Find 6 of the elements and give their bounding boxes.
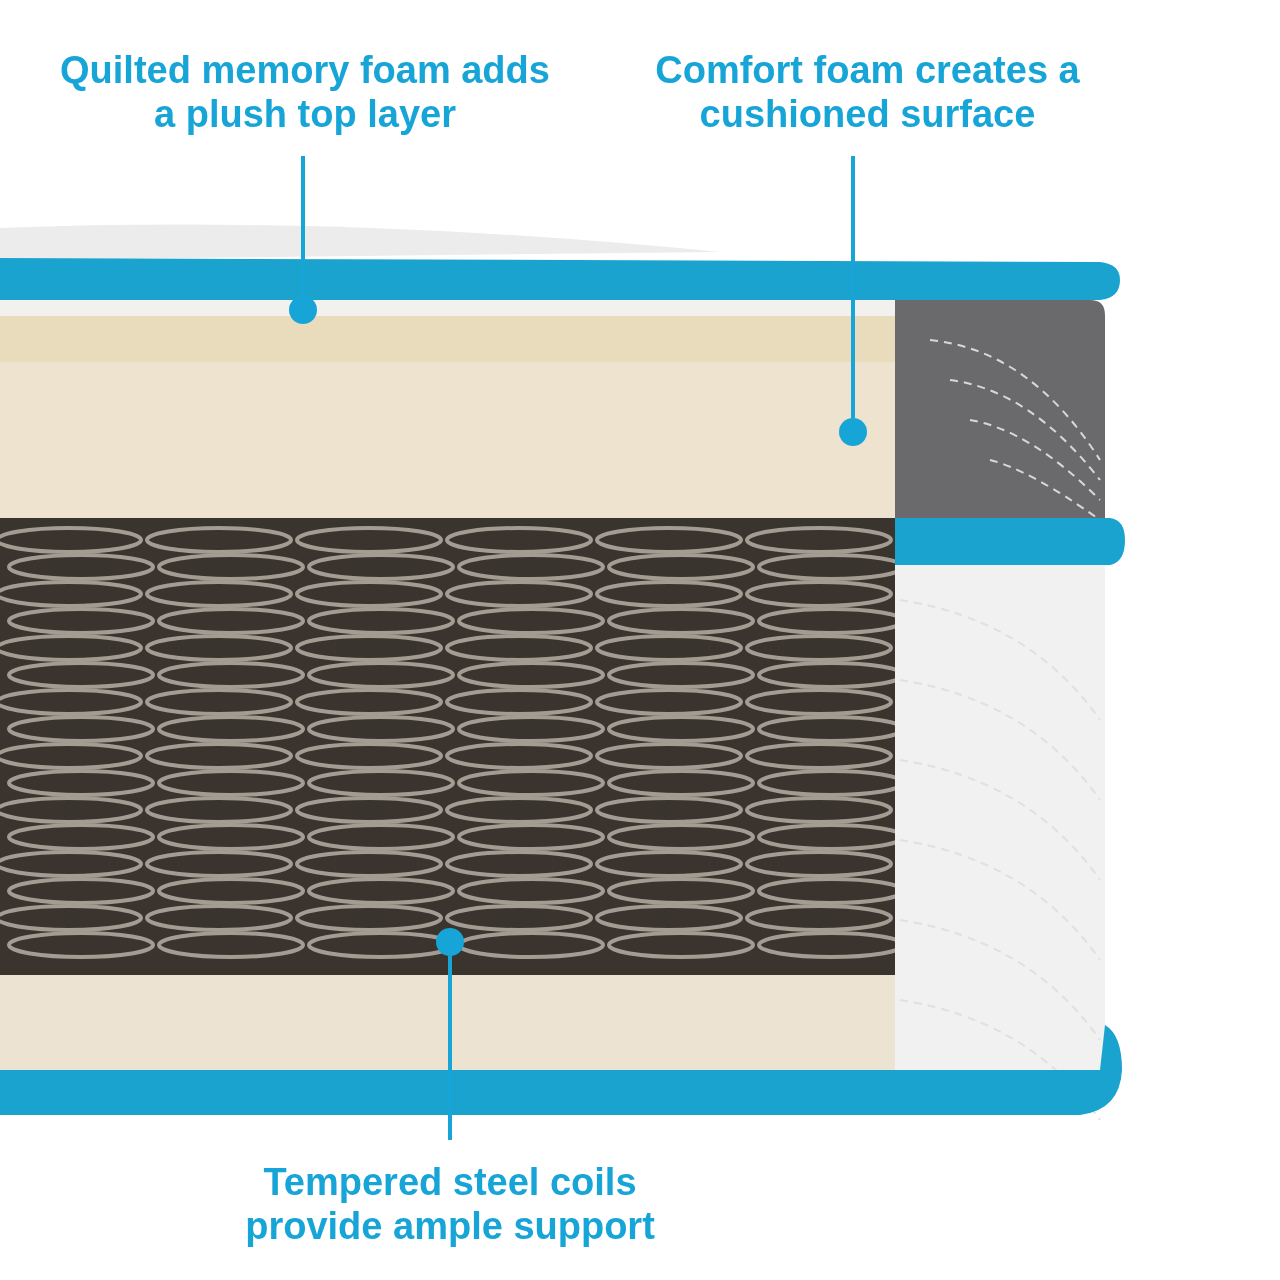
- leader-line: [851, 156, 855, 418]
- leader-line: [301, 156, 305, 296]
- callout-text: Comfort foam creates a cushioned surface: [615, 48, 1120, 136]
- callout-text: Tempered steel coils provide ample support: [190, 1160, 710, 1248]
- callout-text: Quilted memory foam adds a plush top layer: [50, 48, 560, 136]
- leader-line: [448, 956, 452, 1140]
